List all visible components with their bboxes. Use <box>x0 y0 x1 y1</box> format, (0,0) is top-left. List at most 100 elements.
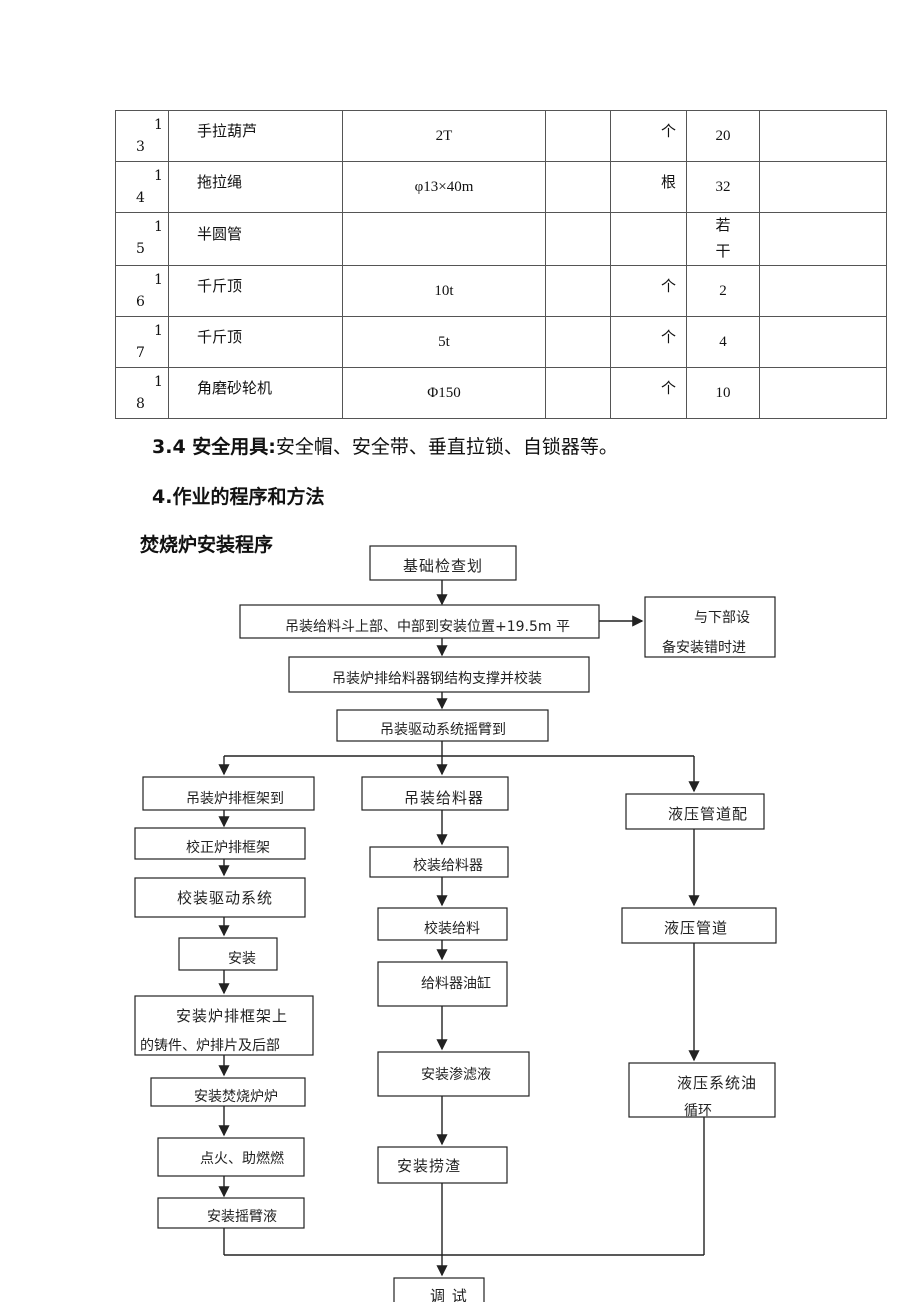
svg-text:安装炉排框架上: 安装炉排框架上 <box>176 1007 288 1025</box>
note-cell <box>759 110 887 162</box>
flow-connectors <box>218 580 705 1277</box>
unit-text: 个 <box>660 327 676 346</box>
note-cell <box>759 316 887 368</box>
qty-line-1: 若 <box>715 218 731 234</box>
empty-cell <box>545 161 611 213</box>
unit-text: 根 <box>660 172 676 191</box>
name-text: 千斤顶 <box>197 327 243 346</box>
name-cell: 千斤顶 <box>168 316 343 368</box>
svg-text:液压管道: 液压管道 <box>664 919 728 937</box>
qty-cell: 20 <box>686 110 760 162</box>
svg-text:安装: 安装 <box>228 951 256 967</box>
flow-box-install-slag-remover: 安装捞渣 <box>377 1146 508 1184</box>
spec-cell: Φ150 <box>342 367 546 419</box>
index-digit-1: 1 <box>154 272 163 288</box>
svg-text:校装给料器: 校装给料器 <box>413 857 483 874</box>
name-cell: 拖拉绳 <box>168 161 343 213</box>
svg-text:安装焚烧炉炉: 安装焚烧炉炉 <box>194 1089 278 1105</box>
svg-text:吊装炉排给料器钢结构支撑并校装: 吊装炉排给料器钢结构支撑并校装 <box>332 670 542 687</box>
flow-box-lift-drive-arm: 吊装驱动系统摇臂到 <box>336 709 549 742</box>
index-digit-2: 7 <box>136 345 145 361</box>
flow-box-lift-feeder: 吊装给料器 <box>361 776 509 811</box>
safety-label: 3.4 安全用具: <box>152 436 276 458</box>
section-4-heading: 4.作业的程序和方法 <box>152 486 325 508</box>
flow-box-feeder-cylinder: 给料器油缸 <box>377 961 508 1007</box>
name-cell: 千斤顶 <box>168 265 343 317</box>
flow-box-align-feeder: 校装给料器 <box>369 846 509 878</box>
svg-text:基础检查划: 基础检查划 <box>403 557 483 575</box>
svg-text:吊装给料斗上部、中部到安装位置+19.5m 平: 吊装给料斗上部、中部到安装位置+19.5m 平 <box>285 619 570 635</box>
note-cell <box>759 265 887 317</box>
svg-text:给料器油缸: 给料器油缸 <box>421 975 491 992</box>
empty-cell <box>545 212 611 266</box>
flow-box-install: 安装 <box>178 937 278 971</box>
index-digit-1: 1 <box>154 219 163 235</box>
safety-tools-line: 3.4 安全用具:安全帽、安全带、垂直拉锁、自锁器等。 <box>152 432 618 459</box>
empty-cell <box>545 316 611 368</box>
index-digit-1: 1 <box>154 323 163 339</box>
flow-box-install-arm-hydraulic: 安装摇臂液 <box>157 1197 305 1229</box>
flow-box-install-castings: 安装炉排框架上 的铸件、炉排片及后部 <box>134 995 314 1056</box>
flow-box-foundation-check: 基础检查划 <box>369 545 517 581</box>
flow-box-align-drive-system: 校装驱动系统 <box>134 877 306 918</box>
flowchart-title: 焚烧炉安装程序 <box>140 534 274 556</box>
qty-cell: 2 <box>686 265 760 317</box>
flow-box-commissioning: 调 试 <box>393 1277 485 1302</box>
name-text: 拖拉绳 <box>197 172 243 191</box>
unit-text: 个 <box>660 276 676 295</box>
qty-cell: 32 <box>686 161 760 213</box>
svg-text:循环: 循环 <box>684 1103 712 1119</box>
index-digit-1: 1 <box>154 117 163 133</box>
flow-box-staggered-install: 与下部设 备安装错时进 <box>644 596 776 658</box>
flow-box-lift-hopper: 吊装给料斗上部、中部到安装位置+19.5m 平 <box>239 604 600 639</box>
unit-text: 个 <box>660 121 676 140</box>
svg-text:吊装驱动系统摇臂到: 吊装驱动系统摇臂到 <box>380 722 506 738</box>
index-digit-1: 1 <box>154 374 163 390</box>
index-digit-1: 1 <box>154 168 163 184</box>
spec-cell: 2T <box>342 110 546 162</box>
index-digit-2: 6 <box>136 294 145 310</box>
unit-cell: 个 <box>610 367 687 419</box>
name-text: 千斤顶 <box>197 276 243 295</box>
flow-box-hydraulic-pipe: 液压管道 <box>621 907 777 944</box>
flow-box-hydraulic-piping: 液压管道配 <box>625 793 765 830</box>
flow-box-install-incinerator: 安装焚烧炉炉 <box>150 1077 306 1107</box>
flow-box-ignition: 点火、助燃燃 <box>157 1137 305 1177</box>
svg-text:调 试: 调 试 <box>430 1287 468 1302</box>
safety-text: 安全帽、安全带、垂直拉锁、自锁器等。 <box>275 436 618 458</box>
unit-cell: 个 <box>610 265 687 317</box>
name-text: 角磨砂轮机 <box>197 378 273 397</box>
note-cell <box>759 212 887 266</box>
flow-box-install-leachate: 安装渗滤液 <box>377 1051 530 1097</box>
svg-text:安装捞渣: 安装捞渣 <box>397 1157 461 1175</box>
name-text: 手拉葫芦 <box>197 121 258 140</box>
flow-box-hydraulic-oil-cycle: 液压系统油 循环 <box>628 1062 776 1119</box>
svg-text:校正炉排框架: 校正炉排框架 <box>186 839 270 856</box>
spec-cell: 5t <box>342 316 546 368</box>
index-digit-2: 3 <box>136 139 145 155</box>
qty-cell: 10 <box>686 367 760 419</box>
note-cell <box>759 161 887 213</box>
svg-text:备安装错时进: 备安装错时进 <box>662 639 746 656</box>
name-cell: 半圆管 <box>168 212 343 266</box>
note-cell <box>759 367 887 419</box>
flow-box-correct-grate-frame: 校正炉排框架 <box>134 827 306 860</box>
index-digit-2: 5 <box>136 241 145 257</box>
index-digit-2: 4 <box>136 190 145 206</box>
svg-text:校装给料: 校装给料 <box>424 920 480 937</box>
svg-text:安装摇臂液: 安装摇臂液 <box>207 1209 277 1225</box>
name-text: 半圆管 <box>197 224 243 243</box>
flow-box-lift-grate-frame: 吊装炉排框架到 <box>142 776 315 811</box>
unit-text: 个 <box>660 378 676 397</box>
name-cell: 手拉葫芦 <box>168 110 343 162</box>
empty-cell <box>545 367 611 419</box>
